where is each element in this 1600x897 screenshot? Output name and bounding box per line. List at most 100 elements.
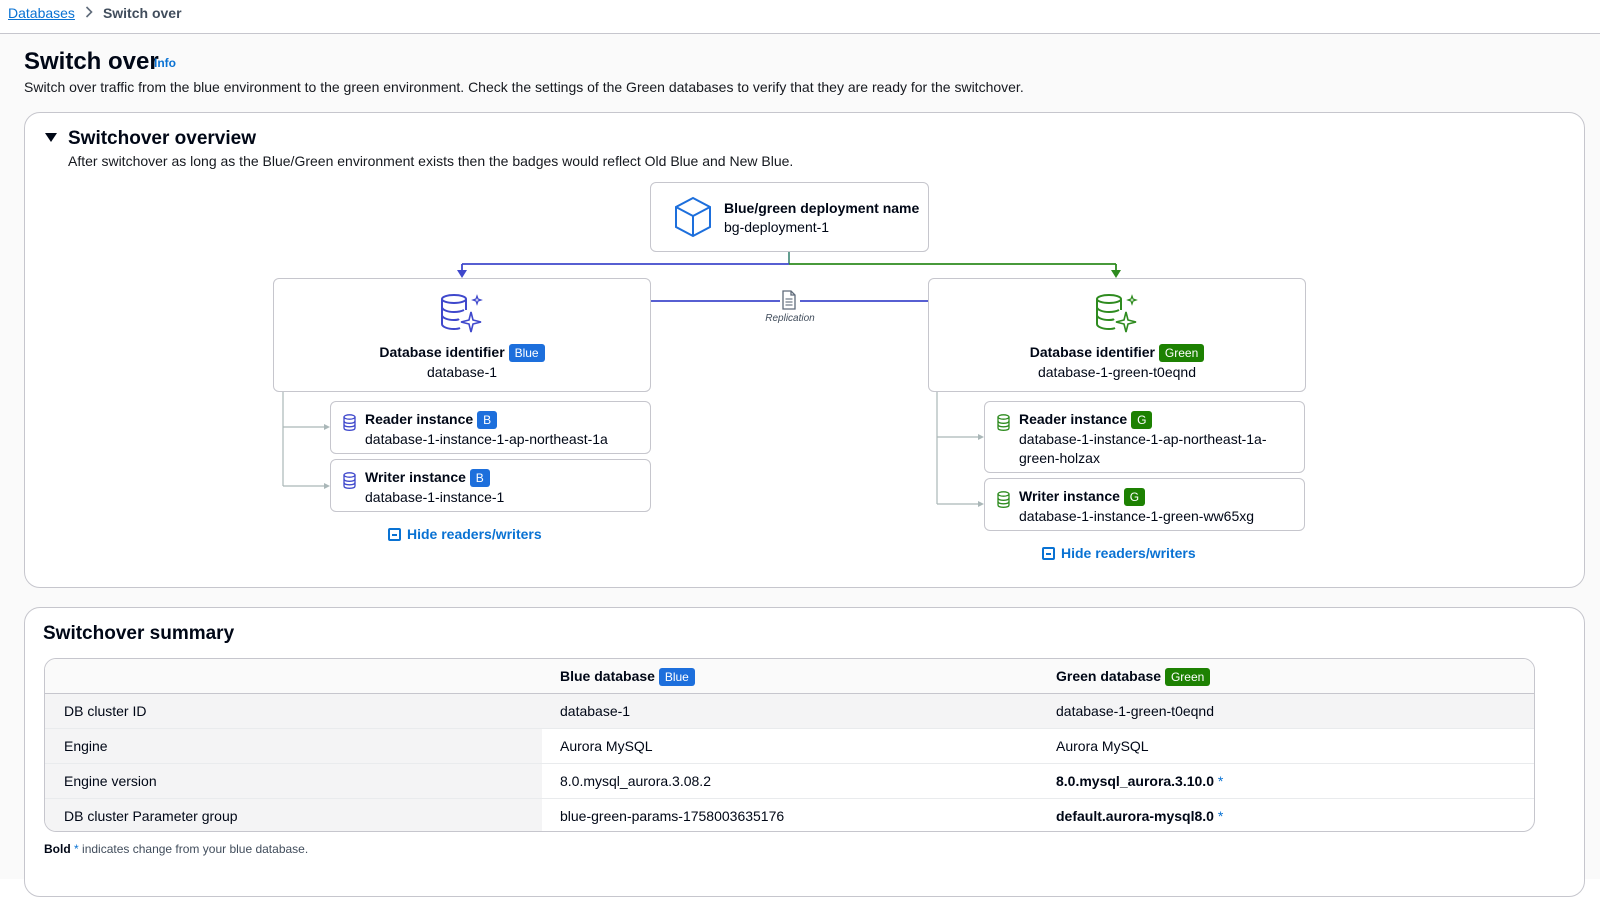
database-icon xyxy=(997,414,1010,434)
green-writer-badge: G xyxy=(1123,488,1146,507)
footnote-bold: Bold xyxy=(44,842,71,856)
blue-database-identifier-value: database-1 xyxy=(426,364,498,380)
document-icon xyxy=(781,290,797,313)
green-hide-readers-writers-link[interactable]: Hide readers/writers xyxy=(1042,545,1196,561)
green-reader-label-text: Reader instance xyxy=(1019,411,1128,427)
row-green-value: Aurora MySQL xyxy=(1056,738,1149,754)
blue-database-label-text: Database identifier xyxy=(379,344,505,360)
green-reader-badge: G xyxy=(1131,411,1153,430)
blue-reader-badge: B xyxy=(477,411,498,430)
green-reader-instance-box: Reader instance G database-1-instance-1-… xyxy=(984,401,1305,473)
green-database-header: Green database Green xyxy=(1056,668,1211,687)
green-database-box: Database identifier Green database-1-gre… xyxy=(928,278,1306,392)
page-body: Switch over Info Switch over traffic fro… xyxy=(0,34,1600,897)
green-header-badge: Green xyxy=(1164,668,1211,687)
green-database-label-text: Database identifier xyxy=(1029,344,1155,360)
database-sparkle-icon xyxy=(439,293,485,336)
breadcrumb-databases-link[interactable]: Databases xyxy=(8,5,75,21)
green-writer-label-text: Writer instance xyxy=(1019,488,1120,504)
blue-database-identifier-label: Database identifier Blue xyxy=(274,344,650,363)
database-icon xyxy=(343,472,356,492)
row-green-value: database-1-green-t0eqnd xyxy=(1056,703,1215,719)
changed-value: default.aurora-mysql8.0 xyxy=(1056,808,1214,824)
green-database-identifier-value: database-1-green-t0eqnd xyxy=(1037,364,1196,380)
table-header-row: Blue database Blue Green database Green xyxy=(45,659,1534,694)
blue-writer-instance-box: Writer instance B database-1-instance-1 xyxy=(330,459,651,512)
info-link[interactable]: Info xyxy=(154,56,176,70)
change-asterisk: * xyxy=(1217,773,1224,789)
deployment-name-label: Blue/green deployment name xyxy=(724,200,920,216)
blue-header-badge: Blue xyxy=(658,668,695,687)
switchover-summary-title: Switchover summary xyxy=(43,623,235,644)
change-asterisk: * xyxy=(1217,808,1224,824)
footnote-asterisk: * xyxy=(74,842,79,856)
switchover-overview-title[interactable]: Switchover overview xyxy=(68,128,256,149)
row-label: DB cluster ID xyxy=(64,703,147,719)
green-hide-label: Hide readers/writers xyxy=(1061,545,1196,561)
blue-badge: Blue xyxy=(508,344,545,363)
row-label: Engine version xyxy=(64,773,157,789)
green-writer-instance-box: Writer instance G database-1-instance-1-… xyxy=(984,478,1305,531)
deployment-name-value: bg-deployment-1 xyxy=(724,219,830,235)
database-sparkle-icon xyxy=(1094,293,1140,336)
row-blue-value: Aurora MySQL xyxy=(560,738,653,754)
blue-writer-label: Writer instance B xyxy=(365,469,490,488)
chevron-right-icon xyxy=(85,5,93,21)
row-green-value: 8.0.mysql_aurora.3.10.0 * xyxy=(1056,773,1223,789)
row-label: Engine xyxy=(64,738,108,754)
row-blue-value: database-1 xyxy=(560,703,631,719)
database-icon xyxy=(997,491,1010,511)
green-reader-value: database-1-instance-1-ap-northeast-1a- g… xyxy=(1019,430,1266,468)
breadcrumb-bar: Databases Switch over xyxy=(0,0,1600,34)
blue-database-box: Database identifier Blue database-1 xyxy=(273,278,651,392)
green-writer-label: Writer instance G xyxy=(1019,488,1146,507)
page-title: Switch over xyxy=(24,48,159,75)
table-row: Engine version 8.0.mysql_aurora.3.08.2 8… xyxy=(45,764,1534,799)
row-label-bg xyxy=(45,729,542,763)
blue-writer-label-text: Writer instance xyxy=(365,469,466,485)
blue-writer-badge: B xyxy=(469,469,490,488)
switchover-summary-table: Blue database Blue Green database Green … xyxy=(44,658,1535,832)
page-description: Switch over traffic from the blue enviro… xyxy=(24,79,1024,95)
switchover-overview-description: After switchover as long as the Blue/Gre… xyxy=(68,153,794,169)
collapse-icon xyxy=(388,527,401,541)
blue-writer-value: database-1-instance-1 xyxy=(365,489,505,505)
blue-database-header: Blue database Blue xyxy=(560,668,695,687)
blue-reader-value: database-1-instance-1-ap-northeast-1a xyxy=(365,431,608,447)
breadcrumb-current: Switch over xyxy=(102,5,182,21)
table-row: DB cluster Parameter group blue-green-pa… xyxy=(45,799,1534,831)
blue-database-header-text: Blue database xyxy=(560,668,655,684)
green-reader-value-line2: green-holzax xyxy=(1019,450,1100,466)
footnote-text: indicates change from your blue database… xyxy=(82,842,309,856)
green-database-identifier-label: Database identifier Green xyxy=(929,344,1305,363)
cube-icon xyxy=(673,196,713,241)
switchover-overview-panel: Switchover overview After switchover as … xyxy=(24,112,1585,588)
green-database-header-text: Green database xyxy=(1056,668,1162,684)
switchover-summary-panel: Switchover summary Blue database Blue Gr… xyxy=(24,607,1585,897)
green-badge: Green xyxy=(1158,344,1205,363)
blue-reader-label: Reader instance B xyxy=(365,411,498,430)
changed-value: 8.0.mysql_aurora.3.10.0 xyxy=(1056,773,1214,789)
collapse-icon xyxy=(1042,546,1055,560)
replication-label: Replication xyxy=(765,313,815,324)
deployment-name-box: Blue/green deployment name bg-deployment… xyxy=(650,182,929,252)
row-label-bg xyxy=(45,764,542,798)
table-row: DB cluster ID database-1 database-1-gree… xyxy=(45,694,1534,729)
row-label: DB cluster Parameter group xyxy=(64,808,238,824)
row-green-value: default.aurora-mysql8.0 * xyxy=(1056,808,1223,824)
database-icon xyxy=(343,414,356,434)
breadcrumb: Databases Switch over xyxy=(8,5,182,21)
row-blue-value: blue-green-params-1758003635176 xyxy=(560,808,785,824)
green-reader-value-line1: database-1-instance-1-ap-northeast-1a- xyxy=(1019,431,1267,447)
row-label-bg xyxy=(45,799,542,831)
caret-down-icon[interactable] xyxy=(45,133,57,142)
row-blue-value: 8.0.mysql_aurora.3.08.2 xyxy=(560,773,711,789)
green-reader-label: Reader instance G xyxy=(1019,411,1153,430)
blue-hide-readers-writers-link[interactable]: Hide readers/writers xyxy=(388,526,542,542)
green-writer-value: database-1-instance-1-green-ww65xg xyxy=(1019,508,1255,524)
blue-hide-label: Hide readers/writers xyxy=(407,526,542,542)
summary-footnote: Bold * indicates change from your blue d… xyxy=(44,842,308,856)
blue-reader-label-text: Reader instance xyxy=(365,411,474,427)
blue-reader-instance-box: Reader instance B database-1-instance-1-… xyxy=(330,401,651,454)
table-row: Engine Aurora MySQL Aurora MySQL xyxy=(45,729,1534,764)
